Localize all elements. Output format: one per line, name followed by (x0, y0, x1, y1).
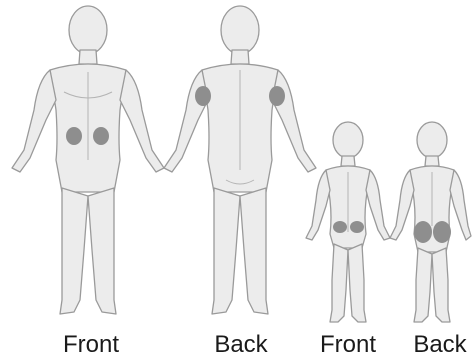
injection-site-thigh-right (350, 221, 364, 233)
adult-front-figure (12, 6, 164, 314)
injection-site-buttock-left (414, 221, 432, 243)
injection-site-abdomen-right (93, 127, 109, 145)
adult-back-figure (164, 6, 316, 314)
injection-site-upper-arm-left (195, 86, 211, 106)
caption-adult-back: Back (214, 332, 267, 358)
caption-child-back: Back (413, 332, 466, 358)
injection-site-abdomen-left (66, 127, 82, 145)
caption-child-front: Front (320, 332, 376, 358)
child-back-figure (390, 122, 471, 322)
child-front-figure (306, 122, 390, 322)
caption-adult-front: Front (63, 332, 119, 358)
injection-site-buttock-right (433, 221, 451, 243)
injection-site-upper-arm-right (269, 86, 285, 106)
injection-site-thigh-left (333, 221, 347, 233)
